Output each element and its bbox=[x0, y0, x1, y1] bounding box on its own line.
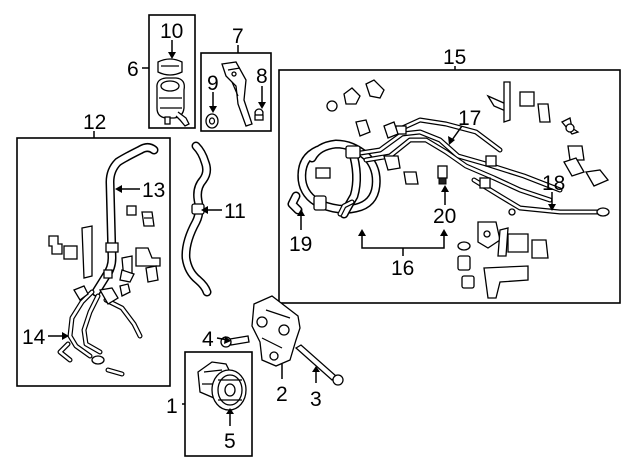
pressure-hose-group-box bbox=[278, 69, 621, 304]
callout-3: 3 bbox=[310, 388, 322, 411]
power-steering-pump bbox=[197, 361, 247, 411]
callout-16: 16 bbox=[391, 257, 414, 280]
grommet bbox=[205, 113, 219, 129]
return-hose bbox=[91, 143, 159, 297]
return-clips bbox=[48, 205, 161, 283]
callout-11: 11 bbox=[224, 200, 246, 223]
callout-14: 14 bbox=[22, 326, 46, 349]
callout-7: 7 bbox=[232, 25, 244, 48]
callout-1: 1 bbox=[166, 395, 178, 418]
callout-9: 9 bbox=[207, 72, 219, 95]
callout-17: 17 bbox=[458, 107, 481, 130]
supply-hose bbox=[181, 141, 212, 297]
callout-12: 12 bbox=[83, 111, 106, 134]
reservoir-cap bbox=[157, 58, 183, 76]
leader-lines bbox=[48, 40, 556, 426]
callout-15: 15 bbox=[443, 46, 466, 69]
bracket-group-box bbox=[200, 52, 272, 132]
callout-2: 2 bbox=[276, 383, 288, 406]
bracket-bolt bbox=[254, 108, 264, 121]
pressure-switch bbox=[437, 165, 448, 185]
callout-5: 5 bbox=[224, 430, 236, 453]
reservoir-group-box bbox=[148, 14, 196, 129]
long-bolt bbox=[294, 344, 344, 386]
callout-13: 13 bbox=[142, 179, 165, 202]
callout-20: 20 bbox=[433, 205, 456, 228]
callout-18: 18 bbox=[542, 172, 565, 195]
callout-6: 6 bbox=[127, 58, 139, 81]
callout-4: 4 bbox=[202, 328, 214, 351]
callout-10: 10 bbox=[160, 20, 183, 43]
return-line-assembly bbox=[57, 283, 143, 377]
pressure-line-brackets bbox=[326, 79, 610, 216]
reservoir-bracket bbox=[221, 61, 253, 127]
pressure-line-assembly bbox=[287, 117, 610, 219]
reservoir-tank bbox=[156, 77, 190, 127]
pump-bracket bbox=[251, 295, 301, 367]
callout-8: 8 bbox=[256, 65, 268, 88]
mounting-hardware bbox=[457, 123, 575, 299]
callout-19: 19 bbox=[289, 233, 312, 256]
